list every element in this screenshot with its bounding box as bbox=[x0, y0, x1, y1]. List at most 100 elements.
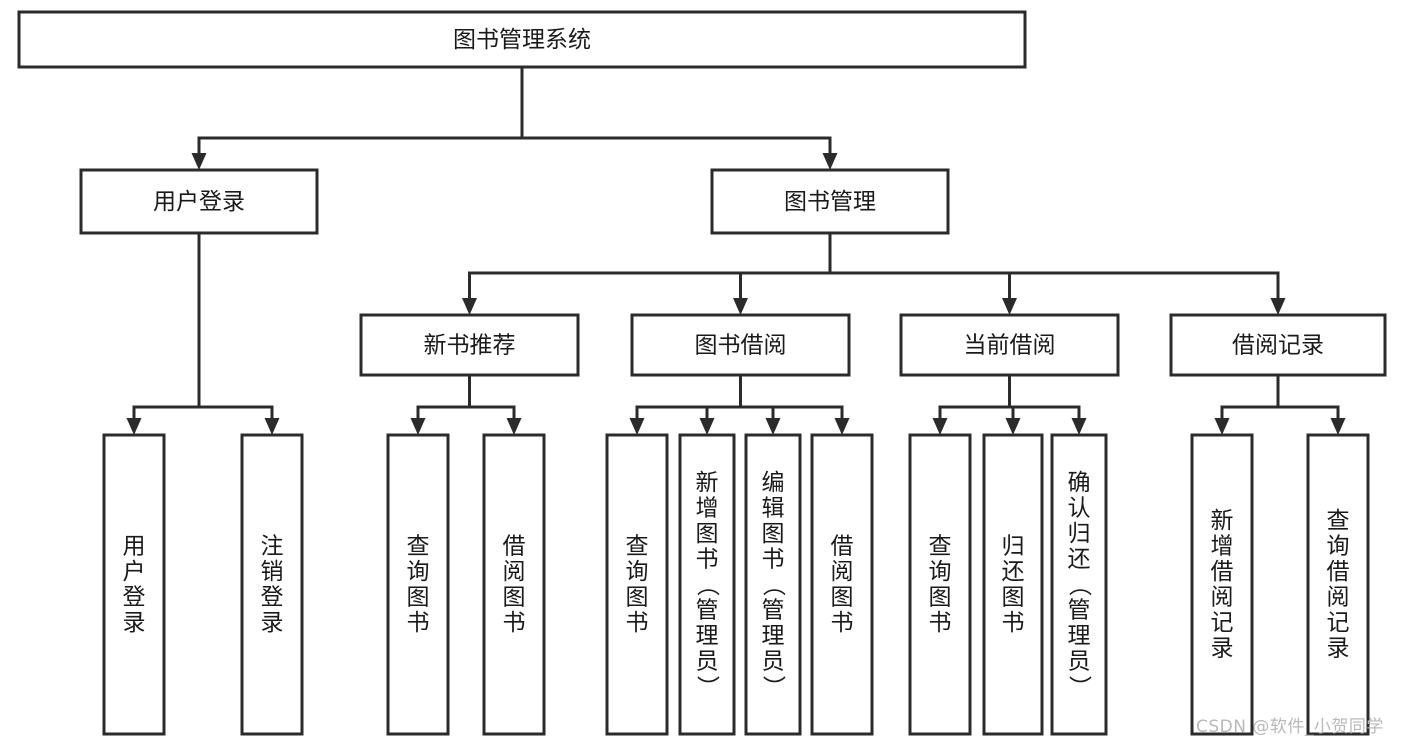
node-box[interactable] bbox=[678, 433, 736, 736]
node-box[interactable] bbox=[605, 433, 669, 736]
node-box[interactable] bbox=[240, 433, 304, 736]
node-label-char: ） bbox=[1066, 675, 1092, 698]
node-box[interactable] bbox=[744, 433, 802, 736]
node-label-char: 借 bbox=[503, 534, 526, 560]
node-label-char: ） bbox=[760, 675, 786, 698]
node-box[interactable] bbox=[1306, 433, 1370, 736]
node-label-char: 询 bbox=[407, 559, 430, 585]
node-label-char: 图 bbox=[762, 521, 785, 547]
node-box[interactable] bbox=[1050, 433, 1108, 736]
node-label-char: 理 bbox=[1068, 623, 1091, 649]
node-label-char: 书 bbox=[696, 546, 719, 572]
node-label-char: 书 bbox=[503, 610, 526, 636]
edge-arrowhead bbox=[932, 418, 948, 435]
node-layer: 图书管理系统用户登录图书管理新书推荐图书借阅当前借阅借阅记录用户登录注销登录查询… bbox=[17, 10, 1387, 736]
node-label-char: 辑 bbox=[762, 495, 785, 521]
node-box[interactable] bbox=[630, 313, 851, 377]
edge-arrowhead bbox=[410, 418, 426, 435]
node-label-char: 借 bbox=[1211, 559, 1234, 585]
node-new-book-rec[interactable]: 新书推荐 bbox=[359, 313, 580, 377]
node-label-char: 新 bbox=[1211, 508, 1234, 534]
node-current-borrow[interactable]: 当前借阅 bbox=[899, 313, 1120, 377]
node-box[interactable] bbox=[710, 168, 950, 235]
edge-arrowhead bbox=[1214, 418, 1230, 435]
node-label-char: 阅 bbox=[1211, 585, 1234, 611]
node-box[interactable] bbox=[17, 10, 1027, 69]
node-label-char: 还 bbox=[1002, 559, 1025, 585]
node-label-char: 查 bbox=[407, 534, 430, 560]
node-box[interactable] bbox=[810, 433, 874, 736]
node-box[interactable] bbox=[359, 313, 580, 377]
edge-arrowhead bbox=[1330, 418, 1346, 435]
node-label-char: 图 bbox=[929, 585, 952, 611]
node-label-char: 书 bbox=[762, 546, 785, 572]
node-label-char: 销 bbox=[261, 559, 284, 585]
node-box[interactable] bbox=[79, 168, 319, 235]
node-box[interactable] bbox=[102, 433, 166, 736]
edge-arrowhead bbox=[1071, 418, 1087, 435]
node-box[interactable] bbox=[482, 433, 546, 736]
edge-arrowhead bbox=[1002, 298, 1017, 315]
node-label-char: 管 bbox=[696, 597, 719, 623]
node-box[interactable] bbox=[899, 313, 1120, 377]
node-label: 用户登录 bbox=[153, 189, 245, 215]
node-label-char: 理 bbox=[762, 623, 785, 649]
node-leaf-user-login[interactable]: 用户登录 bbox=[102, 433, 166, 736]
node-label-char: 书 bbox=[929, 610, 952, 636]
node-label-char: 录 bbox=[261, 610, 284, 636]
node-book-manage[interactable]: 图书管理 bbox=[710, 168, 950, 235]
node-label-char: 确 bbox=[1068, 470, 1091, 496]
node-root[interactable]: 图书管理系统 bbox=[17, 10, 1027, 69]
node-label-char: 询 bbox=[1327, 534, 1350, 560]
node-label-char: 认 bbox=[1068, 495, 1091, 521]
edge-arrowhead bbox=[834, 418, 850, 435]
node-box[interactable] bbox=[1190, 433, 1254, 736]
node-label-char: 查 bbox=[1327, 508, 1350, 534]
node-label: 新书推荐 bbox=[424, 333, 516, 359]
edge-arrowhead bbox=[765, 418, 781, 435]
node-label-char: 录 bbox=[123, 610, 146, 636]
node-label-char: 阅 bbox=[503, 559, 526, 585]
node-label-char: 阅 bbox=[831, 559, 854, 585]
node-box[interactable] bbox=[386, 433, 450, 736]
node-label-char: 询 bbox=[929, 559, 952, 585]
node-label-char: 图 bbox=[626, 585, 649, 611]
node-label-char: 增 bbox=[1211, 534, 1234, 560]
node-user-login[interactable]: 用户登录 bbox=[79, 168, 319, 235]
node-box[interactable] bbox=[908, 433, 972, 736]
node-label-char: 员 bbox=[762, 648, 785, 674]
node-label-char: （ bbox=[694, 573, 720, 596]
node-label-char: （ bbox=[1066, 573, 1092, 596]
node-book-borrow[interactable]: 图书借阅 bbox=[630, 313, 851, 377]
node-box[interactable] bbox=[1169, 313, 1387, 377]
node-label-char: （ bbox=[760, 573, 786, 596]
edge-layer bbox=[126, 65, 1346, 435]
node-label-char: 书 bbox=[626, 610, 649, 636]
node-borrow-record[interactable]: 借阅记录 bbox=[1169, 313, 1387, 377]
node-label-char: 书 bbox=[1002, 610, 1025, 636]
node-label-char: 图 bbox=[407, 585, 430, 611]
node-label-char: 记 bbox=[1211, 610, 1234, 636]
node-label-char: 图 bbox=[831, 585, 854, 611]
edge-arrowhead bbox=[126, 418, 142, 435]
node-box[interactable] bbox=[982, 433, 1044, 736]
node-label-char: 增 bbox=[696, 495, 719, 521]
edge-arrowhead bbox=[1005, 418, 1021, 435]
node-label-char: 注 bbox=[261, 534, 284, 560]
edge-arrowhead bbox=[629, 418, 645, 435]
node-label: 图书管理 bbox=[784, 189, 876, 215]
node-label-char: 登 bbox=[261, 585, 284, 611]
